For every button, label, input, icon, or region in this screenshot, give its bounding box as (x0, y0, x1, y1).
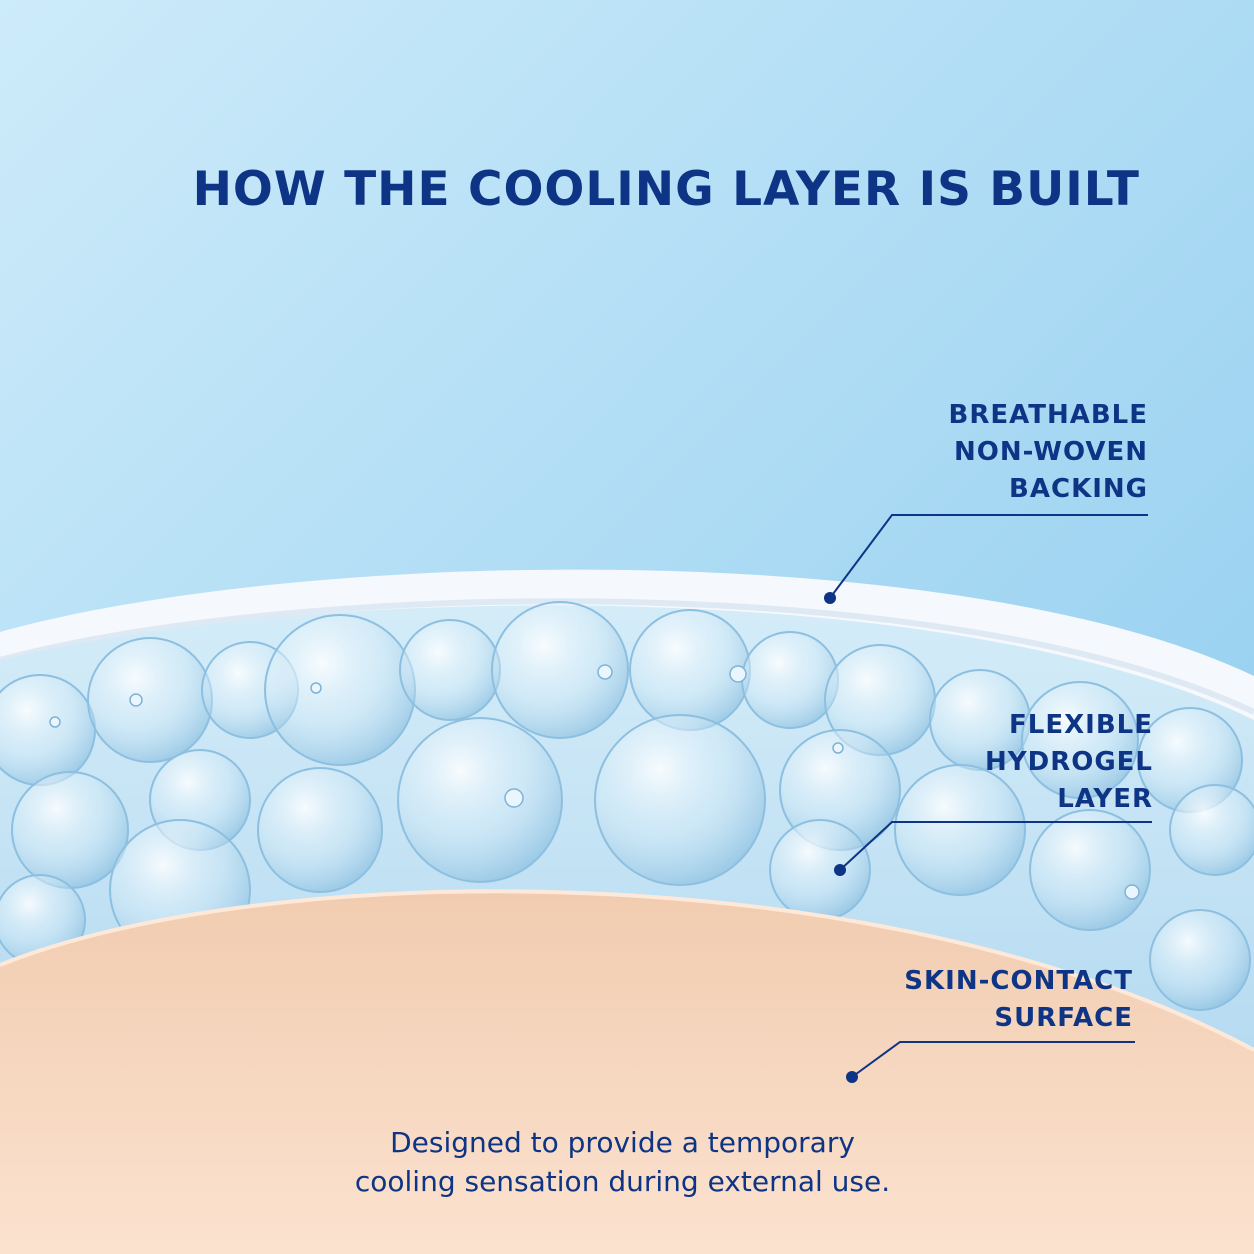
hydrogel-leader-line (839, 821, 1152, 871)
skin-callout-line-1: SKIN-CONTACT (904, 966, 1133, 996)
skin-callout: SKIN-CONTACT SURFACE (904, 963, 1133, 1037)
skin-leader-line (851, 1041, 1135, 1078)
backing-callout-line-3: BACKING (1009, 474, 1148, 504)
page-title: HOW THE COOLING LAYER IS BUILT (192, 162, 1140, 217)
callout-dots (824, 592, 858, 1083)
callout-leaders (829, 514, 1152, 1078)
backing-callout-line-2: NON-WOVEN (954, 437, 1148, 467)
hydrogel-callout: FLEXIBLE HYDROGEL LAYER (985, 707, 1153, 818)
skin-layer-edge (0, 889, 1254, 1052)
backing-callout: BREATHABLE NON-WOVEN BACKING (949, 397, 1148, 508)
hydrogel-leader-dot (834, 864, 846, 876)
backing-layer-shade (0, 598, 1254, 715)
hydrogel-bubbles (0, 601, 1254, 1011)
hydrogel-callout-line-2: HYDROGEL (985, 747, 1153, 777)
hydrogel-callout-line-3: LAYER (1057, 784, 1153, 814)
hydrogel-callout-line-1: FLEXIBLE (1009, 710, 1153, 740)
backing-leader-dot (824, 592, 836, 604)
hydrogel-micro-bubbles (49, 664, 1140, 900)
skin-callout-line-2: SURFACE (994, 1003, 1133, 1033)
caption-text: Designed to provide a temporary cooling … (330, 1123, 915, 1201)
caption-line-1: Designed to provide a temporary (390, 1126, 855, 1159)
caption-line-2: cooling sensation during external use. (354, 1165, 891, 1198)
backing-leader-line (829, 514, 1148, 599)
skin-leader-dot (846, 1071, 858, 1083)
skin-layer (0, 891, 1254, 1254)
backing-callout-line-1: BREATHABLE (948, 400, 1148, 430)
